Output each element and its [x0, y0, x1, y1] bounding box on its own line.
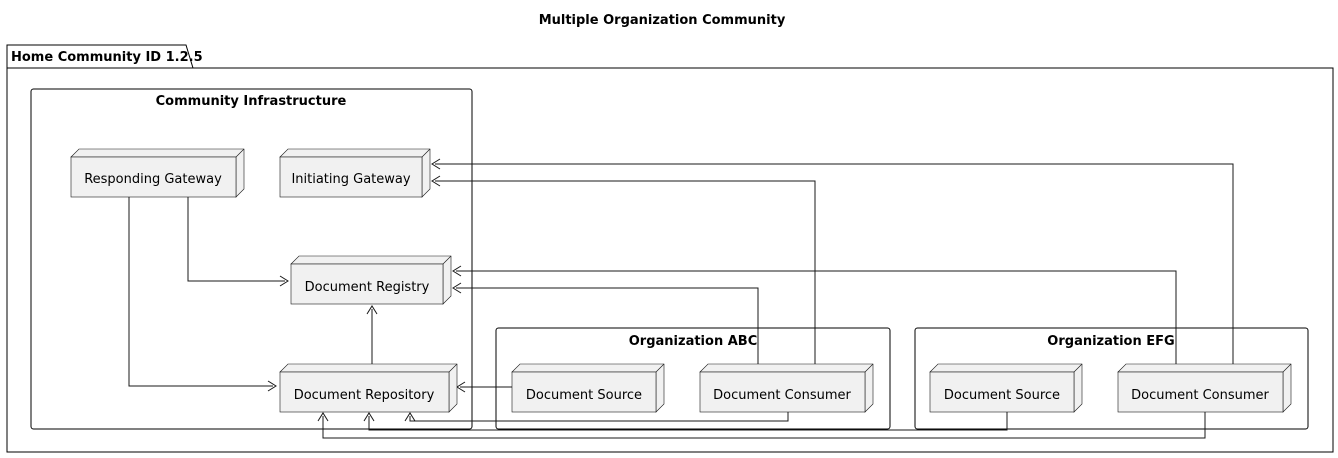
node-label-document-repository: Document Repository: [294, 388, 435, 403]
package-label: Home Community ID 1.2.5: [11, 50, 203, 65]
edge-responding-gateway-to-registry: [187, 197, 285, 282]
node-efg-document-source: Document Source: [929, 363, 1083, 413]
edge-abc-consumer-to-initiating-gateway: [435, 180, 816, 364]
arrowhead-efg-consumer-to-repository: [317, 412, 329, 422]
node-responding-gateway: Responding Gateway: [70, 148, 245, 198]
arrowhead-repository-to-registry: [366, 305, 378, 315]
arrowhead-efg-consumer-to-initiating-gateway: [431, 158, 441, 170]
edge-efg-source-to-repository: [368, 412, 1008, 431]
node-label-abc-document-source: Document Source: [526, 388, 642, 403]
arrowhead-responding-gateway-to-registry: [279, 275, 289, 287]
arrowhead-abc-consumer-to-registry: [452, 282, 462, 294]
node-document-registry: Document Registry: [290, 255, 452, 305]
node-efg-document-consumer: Document Consumer: [1117, 363, 1292, 413]
edge-abc-consumer-to-repository: [409, 412, 789, 422]
node-initiating-gateway: Initiating Gateway: [279, 148, 431, 198]
node-label-efg-document-consumer: Document Consumer: [1131, 388, 1269, 403]
edges: [128, 158, 1234, 439]
node-label-efg-document-source: Document Source: [944, 388, 1060, 403]
arrowhead-abc-consumer-to-repository: [404, 412, 416, 422]
group-organization-abc: Organization ABC: [495, 327, 891, 430]
node-label-abc-document-consumer: Document Consumer: [713, 388, 851, 403]
arrowhead-responding-gateway-to-repository: [267, 380, 277, 392]
node-label-responding-gateway: Responding Gateway: [84, 172, 222, 187]
edge-efg-consumer-to-initiating-gateway: [435, 163, 1234, 364]
edge-efg-consumer-to-registry: [456, 270, 1177, 364]
edge-responding-gateway-to-repository: [128, 197, 273, 387]
package-home-community: Home Community ID 1.2.5: [6, 44, 1334, 453]
group-organization-efg: Organization EFG: [914, 327, 1309, 430]
edge-efg-consumer-to-repository: [322, 412, 1206, 439]
node-label-initiating-gateway: Initiating Gateway: [291, 172, 410, 187]
node-abc-document-consumer: Document Consumer: [699, 363, 874, 413]
group-label-community-infrastructure: Community Infrastructure: [156, 94, 347, 109]
group-label-organization-efg: Organization EFG: [1047, 334, 1174, 349]
node-abc-document-source: Document Source: [511, 363, 665, 413]
arrowhead-efg-consumer-to-registry: [452, 265, 462, 277]
group-label-organization-abc: Organization ABC: [629, 334, 757, 349]
group-community-infrastructure: Community Infrastructure: [30, 88, 473, 430]
node-document-repository: Document Repository: [279, 363, 458, 413]
diagram-title: Multiple Organization Community: [539, 13, 786, 28]
edge-abc-consumer-to-registry: [456, 287, 759, 364]
node-label-document-registry: Document Registry: [305, 280, 430, 295]
arrowhead-efg-source-to-repository: [363, 412, 375, 422]
arrowhead-abc-consumer-to-initiating-gateway: [431, 175, 441, 187]
